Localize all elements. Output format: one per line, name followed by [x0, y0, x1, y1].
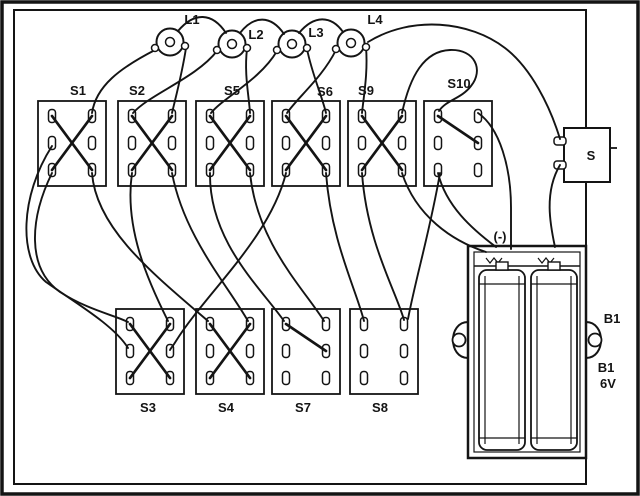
- jumper: [360, 114, 404, 172]
- jumper: [130, 114, 174, 172]
- switch-s8: [349, 308, 419, 395]
- cell-terminal-nub: [547, 261, 561, 271]
- wire: [171, 172, 249, 322]
- wire: [367, 23, 561, 140]
- wire: [171, 47, 187, 114]
- label-s7: S7: [295, 400, 311, 415]
- wire: [361, 172, 405, 321]
- cell-terminal-nub: [495, 261, 509, 271]
- wire: [209, 172, 285, 322]
- wire: [401, 172, 487, 253]
- label-battery-rating-line2: 6V: [600, 376, 616, 391]
- wire: [91, 49, 156, 114]
- lamp-l3: [277, 29, 307, 59]
- label-l4: L4: [367, 12, 383, 27]
- switch-s-body: [563, 127, 611, 183]
- switch-jumpers: [50, 114, 480, 380]
- jumper: [284, 114, 328, 172]
- wire: [25, 145, 129, 349]
- lamp-lug: [242, 43, 252, 53]
- label-l2: L2: [248, 27, 263, 42]
- label-s4: S4: [218, 400, 235, 415]
- battery-cell-left: [478, 269, 526, 451]
- wire: [286, 49, 337, 114]
- label-s6: S6: [317, 84, 333, 99]
- wire: [239, 18, 285, 35]
- mount-hole-left: [451, 332, 467, 348]
- lamp-l2: [217, 29, 247, 59]
- lamp-lug: [212, 45, 222, 55]
- wire: [249, 172, 325, 322]
- label-s10: S10: [447, 76, 470, 91]
- jumper: [436, 114, 480, 145]
- wire: [407, 172, 441, 320]
- wire: [169, 172, 287, 351]
- lamp-terminals: [150, 41, 371, 55]
- switch-s10: [423, 100, 493, 187]
- wire: [437, 172, 497, 248]
- lamp-l1: [155, 27, 185, 57]
- label-power-switch: S: [587, 148, 596, 163]
- label-s8: S8: [372, 400, 388, 415]
- jumper: [208, 322, 252, 380]
- battery-holder: [451, 244, 603, 460]
- jumper: [50, 114, 94, 172]
- switch-s7: [271, 308, 341, 395]
- label-s3: S3: [140, 400, 156, 415]
- wire: [325, 172, 365, 322]
- wire: [298, 18, 344, 34]
- wire: [177, 16, 227, 34]
- wire: [91, 172, 209, 322]
- wire: [361, 46, 368, 114]
- battery-case-inner: [473, 251, 581, 453]
- wire: [129, 172, 169, 322]
- label-s9: S9: [358, 83, 374, 98]
- label-b1: B1: [604, 311, 621, 326]
- lamp-lug: [361, 42, 371, 52]
- label-s5: S5: [224, 83, 240, 98]
- mount-hole-right: [587, 332, 603, 348]
- label-battery-polarity: (-): [494, 229, 507, 244]
- lamp-lug: [331, 44, 341, 54]
- label-battery-rating-line1: B1: [598, 360, 615, 375]
- label-s1: S1: [70, 83, 86, 98]
- wiring: [25, 16, 561, 351]
- label-s2: S2: [129, 83, 145, 98]
- lamp-lug: [150, 43, 160, 53]
- wire: [132, 50, 218, 114]
- jumper: [284, 322, 328, 353]
- wire: [477, 112, 512, 250]
- power-switch-s: [553, 127, 617, 183]
- lamp-lug: [302, 43, 312, 53]
- wire: [210, 50, 278, 114]
- wire: [306, 48, 327, 114]
- jumper: [208, 114, 252, 172]
- lamp-l4: [336, 28, 366, 58]
- jumper: [128, 322, 172, 380]
- lamp-lug: [272, 45, 282, 55]
- label-l1: L1: [184, 12, 199, 27]
- wire: [401, 49, 478, 114]
- label-l3: L3: [308, 25, 323, 40]
- wire: [548, 164, 561, 248]
- lamp-lug: [180, 41, 190, 51]
- wire: [34, 172, 129, 323]
- battery-cell-right: [530, 269, 578, 451]
